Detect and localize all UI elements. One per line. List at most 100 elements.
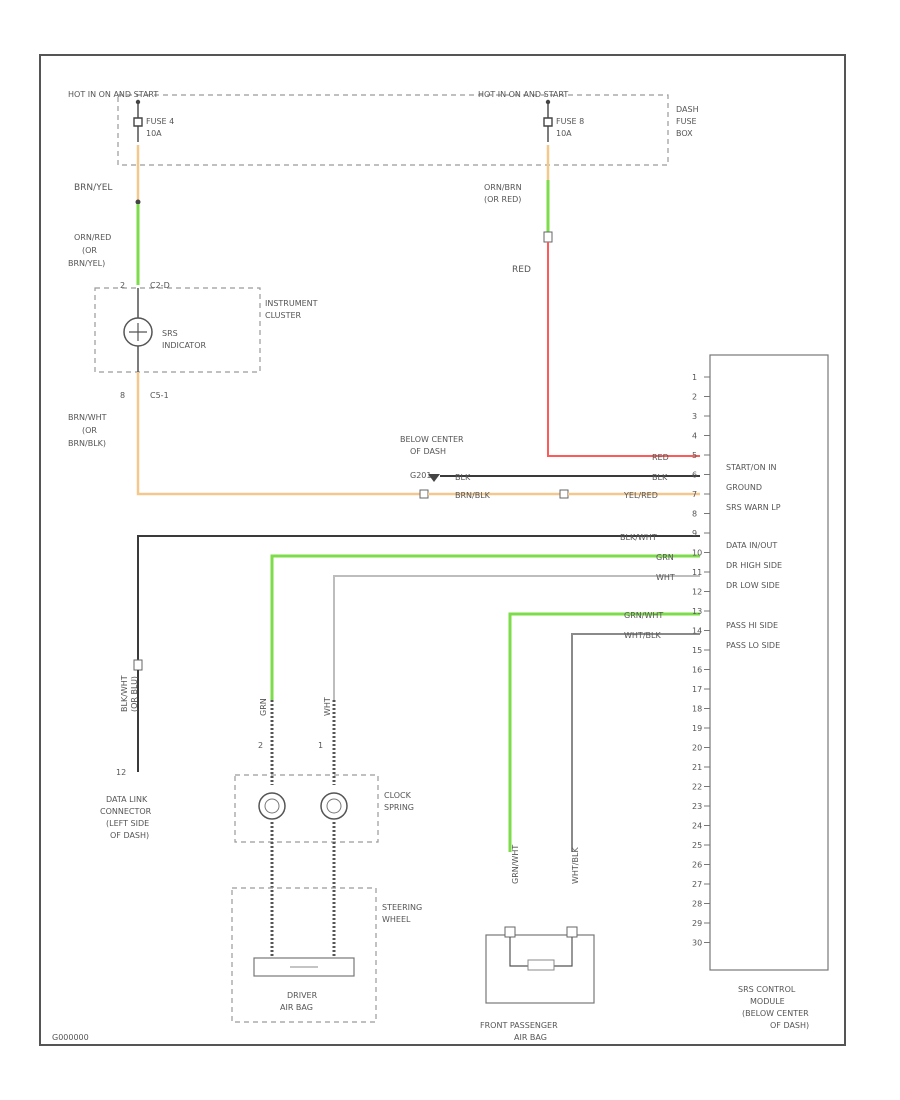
ground-icon <box>428 474 440 482</box>
module-pin-number: 3 <box>692 412 697 421</box>
cluster-name-2: CLUSTER <box>265 311 302 320</box>
module-pin-number: 28 <box>692 900 702 909</box>
driver-airbag-label-1: DRIVER <box>287 991 318 1000</box>
clock-spring-coil-left-icon <box>258 792 286 820</box>
module-pin-number: 4 <box>692 432 697 441</box>
wire-grn-dr-high <box>270 554 700 700</box>
module-name-4: OF DASH) <box>770 1021 809 1030</box>
srs-module-box <box>709 354 829 971</box>
wire-label-org-alt-2: (OR <box>82 246 97 255</box>
wire-code-wht-blk-vertical: WHT/BLK <box>571 847 580 884</box>
clock-spring: 2 1 GRN WHT CLOCK SPRING <box>234 697 414 960</box>
fn-start-on: START/ON IN <box>726 463 777 472</box>
dash-fuse-box: HOT IN ON AND START HOT IN ON AND START … <box>68 90 699 166</box>
module-pin-number: 13 <box>692 607 702 616</box>
passenger-airbag-conn-right <box>566 926 578 938</box>
module-pin-number: 21 <box>692 763 702 772</box>
wire-label-orn-brn-1: ORN/BRN <box>484 183 522 192</box>
module-pin-number: 24 <box>692 822 702 831</box>
hot-in-label-left: HOT IN ON AND START <box>68 90 158 99</box>
fuse-4-top-dot <box>135 99 141 105</box>
wire-code-blk-left: BLK <box>455 473 471 482</box>
ground-id: G201 <box>410 471 431 480</box>
fuse-4-symbol <box>133 102 143 142</box>
module-pin-number: 20 <box>692 744 702 753</box>
fuse-box-label-2: FUSE <box>676 117 697 126</box>
module-pin-number: 16 <box>692 666 702 675</box>
connector-right-feed <box>543 231 553 243</box>
module-pin-number: 14 <box>692 627 702 636</box>
srs-indicator-label-1: SRS <box>162 329 178 338</box>
wire-code-brn-blk: BRN/BLK <box>455 491 491 500</box>
cluster-name-1: INSTRUMENT <box>265 299 318 308</box>
fuse-8-name: FUSE 8 <box>556 117 584 126</box>
passenger-airbag-conn-left <box>504 926 516 938</box>
wire-code-grn-vertical: GRN <box>259 698 268 716</box>
hot-in-label-right: HOT IN ON AND START <box>478 90 568 99</box>
wire-code-yel-red: YEL/RED <box>623 491 658 500</box>
left-feed-circuit: BRN/YEL ORN/RED (OR BRN/YEL) 2 C2-D SRS … <box>68 145 422 496</box>
fuse-box-outline <box>117 94 669 166</box>
wire-wht-dr-low <box>333 575 700 700</box>
connector-srs-warn-right <box>559 489 569 499</box>
clock-spring-label-2: SPRING <box>384 803 414 812</box>
passenger-airbag-assembly: GRN/WHT WHT/BLK FRONT PASSENGER AIR BAG <box>480 845 595 1042</box>
dlc-label-4: OF DASH) <box>110 831 149 840</box>
module-pin-number: 9 <box>692 529 697 538</box>
connector-dlc-inline <box>133 659 143 671</box>
module-name-3: (BELOW CENTER <box>742 1009 809 1018</box>
dlc-label-3: (LEFT SIDE <box>106 819 149 828</box>
module-pin-number: 6 <box>692 471 697 480</box>
module-pin-number: 17 <box>692 685 702 694</box>
passenger-airbag-squib-icon <box>527 959 555 971</box>
fn-srs-warn: SRS WARN LP <box>726 503 781 512</box>
wire-wht-blk-pass-lo <box>571 633 700 852</box>
fuse-8-rating: 10A <box>556 129 572 138</box>
wire-blk-wht-to-dlc <box>137 535 700 660</box>
module-pin-number: 29 <box>692 919 702 928</box>
module-pin-number: 19 <box>692 724 702 733</box>
wire-code-dlc-1: BLK/WHT <box>120 675 129 712</box>
fn-dr-low: DR LOW SIDE <box>726 581 780 590</box>
srs-indicator-label-2: INDICATOR <box>162 341 206 350</box>
right-feed-circuit: ORN/BRN (OR RED) RED <box>484 145 700 457</box>
wire-label-brn-wht-1: BRN/WHT <box>68 413 107 422</box>
wire-label-brn-wht-3: BRN/BLK) <box>68 439 106 448</box>
wire-code-grn-wht-vertical: GRN/WHT <box>511 845 520 884</box>
driver-airbag-label-2: AIR BAG <box>280 1003 313 1012</box>
instrument-cluster-outline <box>94 287 261 373</box>
ground-circuit: BELOW CENTER OF DASH G201 BLK BRN/BLK <box>400 435 700 500</box>
clock-spring-label-1: CLOCK <box>384 791 412 800</box>
clock-pin-right: 1 <box>318 741 323 750</box>
cluster-pin-bot-conn: C5-1 <box>150 391 169 400</box>
steering-label-2: WHEEL <box>382 915 411 924</box>
cluster-pin-top-num: 2 <box>120 281 125 290</box>
steering-label-1: STEERING <box>382 903 422 912</box>
module-harness-wires: RED BLK YEL/RED BLK/WHT BLK/WHT (OR BLU)… <box>100 453 700 852</box>
wire-code-wht: WHT <box>656 573 675 582</box>
steering-wheel-outline <box>231 887 377 1023</box>
wire-grn-wht-pass-hi <box>508 612 700 852</box>
ground-location-2: OF DASH <box>410 447 446 456</box>
wire-code-grn: GRN <box>656 553 674 562</box>
wire-label-brn-yel: BRN/YEL <box>74 183 112 193</box>
module-pin-number: 30 <box>692 939 702 948</box>
fn-data: DATA IN/OUT <box>726 541 777 550</box>
module-pin-number: 7 <box>692 490 697 499</box>
module-pin-number: 25 <box>692 841 702 850</box>
cluster-pin-bot-num: 8 <box>120 391 125 400</box>
fuse-4-rating: 10A <box>146 129 162 138</box>
fn-dr-high: DR HIGH SIDE <box>726 561 782 570</box>
figure-id: G000000 <box>52 1033 89 1042</box>
wire-red-to-start-on <box>547 242 700 457</box>
clock-spring-coil-left-inner <box>264 798 280 814</box>
dlc-label-2: CONNECTOR <box>100 807 152 816</box>
module-pin-number: 22 <box>692 783 702 792</box>
passenger-airbag-label-2: AIR BAG <box>514 1033 547 1042</box>
diagram-frame <box>39 54 846 1046</box>
module-name-1: SRS CONTROL <box>738 985 796 994</box>
module-pin-number: 10 <box>692 549 702 558</box>
clock-spring-outline <box>234 774 379 843</box>
splice-left <box>135 199 141 205</box>
